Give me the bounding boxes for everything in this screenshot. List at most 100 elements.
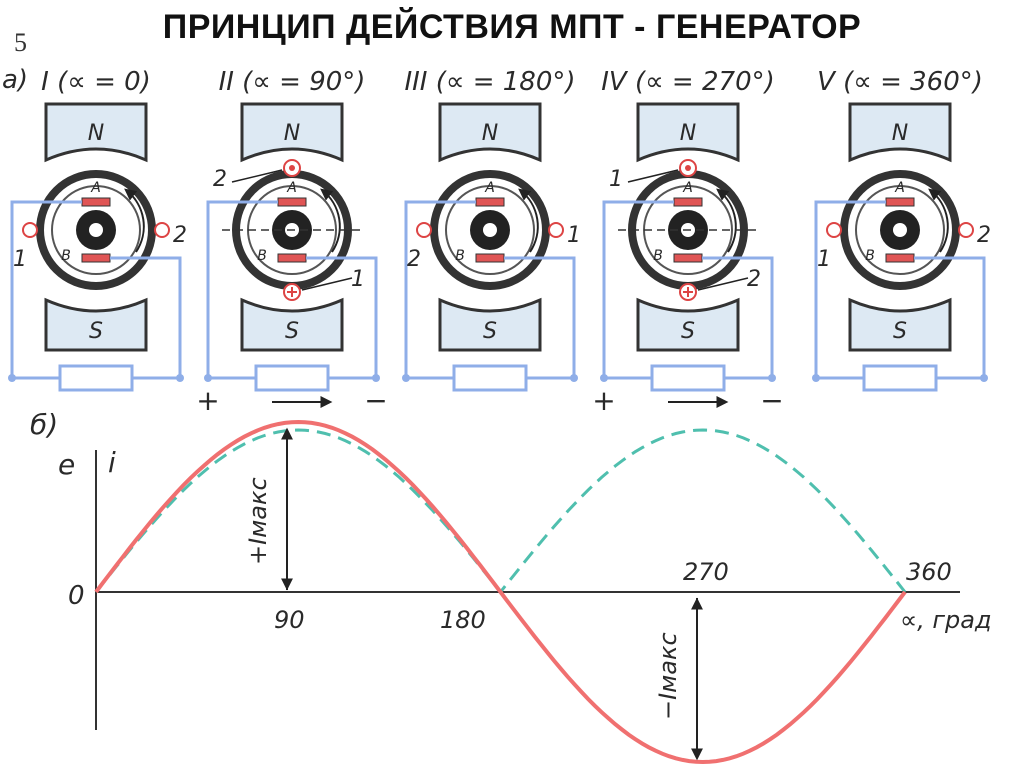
conductor-left-number: 1	[817, 247, 831, 272]
brush-b-label: B	[653, 248, 663, 264]
south-pole-label: S	[483, 319, 497, 344]
rotation-arrow	[518, 188, 539, 253]
conductor-bottom-cross	[287, 287, 297, 297]
north-pole-label: N	[680, 121, 696, 146]
rotation-arrow	[124, 188, 145, 253]
brush-b	[277, 253, 307, 263]
south-pole	[44, 297, 148, 352]
y-label-e: e	[58, 448, 75, 481]
south-pole	[848, 297, 952, 352]
tick-360: 360	[906, 558, 952, 586]
brush-a-label: A	[894, 180, 905, 196]
load-resistor	[452, 364, 528, 392]
terminal-left	[8, 374, 16, 382]
emf-current-graph: +Iмакс −Iмакс e i 0 90 180 270 360 ∝, гр…	[58, 419, 992, 765]
part-a-label: а)	[2, 65, 28, 95]
north-pole-label: N	[88, 121, 104, 146]
south-pole-label: S	[893, 319, 907, 344]
south-pole	[438, 297, 542, 352]
terminal-left	[402, 374, 410, 382]
y-label-i: i	[108, 446, 116, 479]
rotation-arrow	[716, 188, 737, 253]
position-label: II (∝ = 90°)	[219, 67, 366, 97]
position-label: V (∝ = 360°)	[817, 67, 983, 97]
brush-b	[673, 253, 703, 263]
load-resistor	[650, 364, 726, 392]
brush-a-label: A	[286, 180, 297, 196]
polarity-plus: +	[592, 384, 615, 417]
armature-inner	[51, 185, 141, 275]
brush-b-label: B	[257, 248, 267, 264]
brush-a-label: A	[484, 180, 495, 196]
conductor-right-number: 1	[567, 223, 581, 248]
conductor-bottom-number: 2	[747, 267, 761, 292]
conductor-top-dot	[685, 165, 691, 171]
south-pole	[240, 297, 344, 352]
x-axis-label: ∝, град	[900, 606, 992, 634]
leader-top	[231, 169, 283, 183]
tick-180: 180	[440, 606, 486, 634]
terminal-left	[812, 374, 820, 382]
conductor-left	[22, 222, 38, 238]
brush-b	[81, 253, 111, 263]
brush-a	[885, 197, 915, 207]
leader-top	[627, 169, 679, 183]
leader-bottom	[301, 277, 353, 291]
position-label: I (∝ = 0)	[41, 67, 151, 97]
north-pole	[438, 102, 542, 163]
slide-number: 5	[14, 28, 27, 57]
leader-bottom	[697, 277, 749, 291]
brush-b-label: B	[865, 248, 875, 264]
brush-a-label: A	[90, 180, 101, 196]
conductor-right-number: 2	[173, 223, 187, 248]
terminal-right	[570, 374, 578, 382]
tick-270: 270	[683, 558, 729, 586]
load-resistor	[862, 364, 938, 392]
south-pole-label: S	[285, 319, 299, 344]
imax-positive-label: +Iмакс	[244, 477, 272, 565]
conductor-top-number: 2	[213, 167, 227, 192]
rotation-arrow	[320, 188, 341, 253]
part-b-label: б)	[30, 408, 58, 441]
shaft	[893, 223, 907, 237]
north-pole	[240, 102, 344, 163]
load-resistor	[254, 364, 330, 392]
terminal-right	[372, 374, 380, 382]
origin-label: 0	[68, 581, 85, 611]
brush-b-label: B	[61, 248, 71, 264]
conductor-bottom-number: 1	[351, 267, 365, 292]
armature-inner	[855, 185, 945, 275]
conductor-top-dot	[289, 165, 295, 171]
conductor-right	[548, 222, 564, 238]
conductor-left	[416, 222, 432, 238]
rotation-arrow	[928, 188, 949, 253]
terminal-left	[204, 374, 212, 382]
brush-a-label: A	[682, 180, 693, 196]
north-pole-label: N	[892, 121, 908, 146]
brush-b	[885, 253, 915, 263]
slide-title: ПРИНЦИП ДЕЙСТВИЯ МПТ - ГЕНЕРАТОР	[162, 8, 862, 46]
armature-inner	[445, 185, 535, 275]
generator-unit-5: V (∝ = 360°) N S A B 1 2	[812, 67, 991, 392]
conductor-right	[958, 222, 974, 238]
terminal-right	[768, 374, 776, 382]
terminal-right	[176, 374, 184, 382]
polarity-minus: −	[364, 384, 387, 417]
conductor-left	[826, 222, 842, 238]
brush-b-label: B	[455, 248, 465, 264]
load-resistor	[58, 364, 134, 392]
north-pole	[848, 102, 952, 163]
polarity-minus: −	[760, 384, 783, 417]
tick-90: 90	[274, 606, 305, 634]
brush-a	[81, 197, 111, 207]
conductor-right-number: 2	[977, 223, 991, 248]
conductor-left-number: 1	[13, 247, 27, 272]
shaft	[483, 223, 497, 237]
current-curve	[94, 419, 907, 765]
north-pole	[44, 102, 148, 163]
